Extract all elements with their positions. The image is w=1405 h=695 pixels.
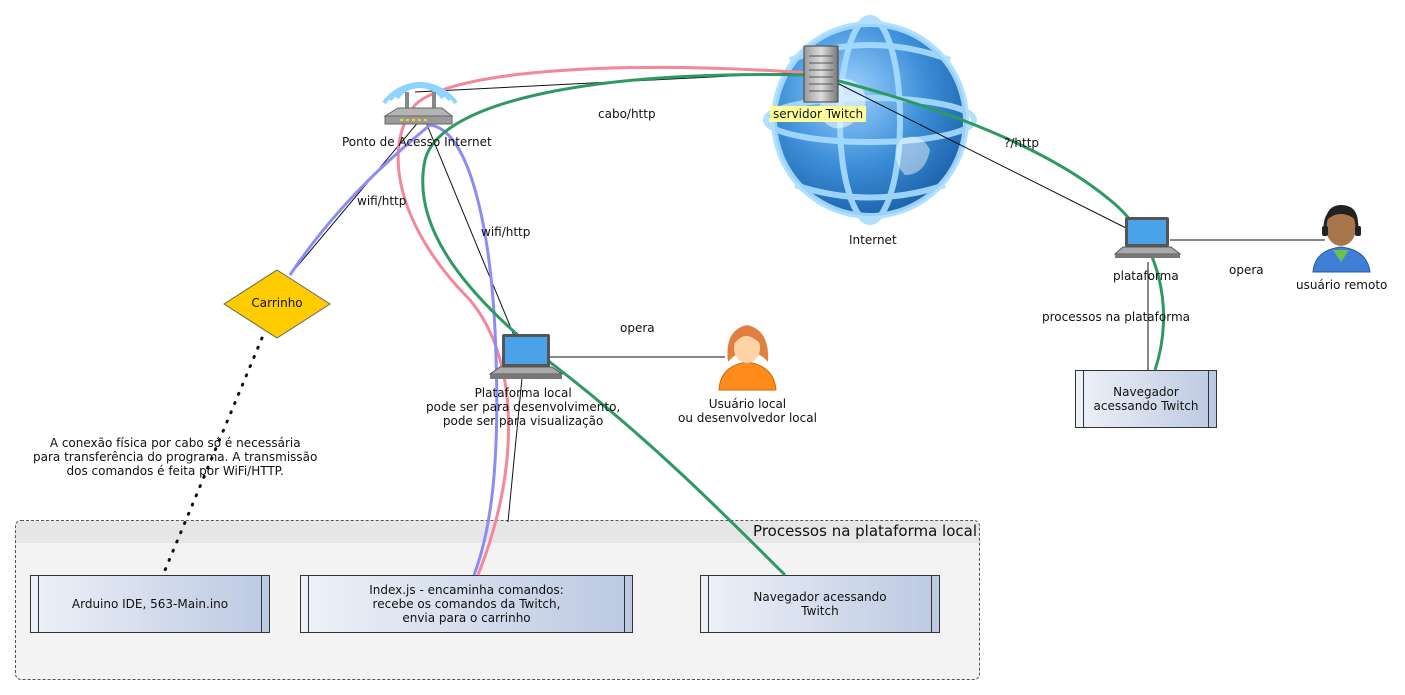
processes-remote-label: processos na plataforma (1042, 310, 1190, 324)
green-flow-line-remote (834, 78, 1166, 371)
twitch-server-label: servidor Twitch (770, 106, 867, 122)
car-label[interactable]: Carrinho (251, 296, 303, 310)
green-flow-line-local (421, 73, 811, 577)
wifi-http-car-label: wifi/http (357, 194, 407, 208)
local-user-avatar-icon (718, 325, 777, 391)
local-user-label: Usuário local ou desenvolvedor local (678, 397, 817, 425)
operates-local-label: opera (620, 321, 655, 335)
cable-note: A conexão física por cabo só é necessári… (33, 436, 318, 478)
local-laptop-icon (488, 334, 564, 379)
unknown-http-label: ?/http (1004, 136, 1040, 150)
pink-flow-line (396, 66, 811, 576)
group-header (16, 521, 979, 543)
car-diamond-shape (223, 269, 331, 339)
internet-label: Internet (849, 233, 897, 247)
blue-flow-line (288, 123, 499, 576)
remote-browser-label: Navegador acessando Twitch (1093, 385, 1199, 413)
operates-remote-label: opera (1229, 263, 1264, 277)
local-browser-process[interactable]: Navegador acessando Twitch (700, 575, 940, 633)
remote-user-label: usuário remoto (1296, 278, 1388, 292)
indexjs-process-label: Index.js - encaminha comandos: recebe os… (369, 583, 564, 625)
remote-user-avatar-icon (1312, 205, 1371, 273)
remote-laptop-icon (1113, 217, 1182, 258)
group-title: Processos na plataforma local (753, 522, 977, 540)
server-icon (803, 45, 839, 103)
wifi-router-icon (382, 81, 458, 125)
remote-platform-label: plataforma (1113, 269, 1179, 283)
access-point-label: Ponto de Acesso Internet (342, 135, 492, 149)
local-browser-label: Navegador acessando Twitch (753, 590, 887, 618)
arduino-process[interactable]: Arduino IDE, 563-Main.ino (30, 575, 270, 633)
indexjs-process[interactable]: Index.js - encaminha comandos: recebe os… (300, 575, 633, 633)
local-platform-label: Plataforma local pode ser para desenvolv… (426, 386, 621, 428)
arduino-process-label: Arduino IDE, 563-Main.ino (71, 597, 229, 611)
wifi-http-platform-label: wifi/http (481, 225, 531, 239)
cable-http-label: cabo/http (598, 107, 656, 121)
remote-browser-process[interactable]: Navegador acessando Twitch (1075, 370, 1217, 428)
